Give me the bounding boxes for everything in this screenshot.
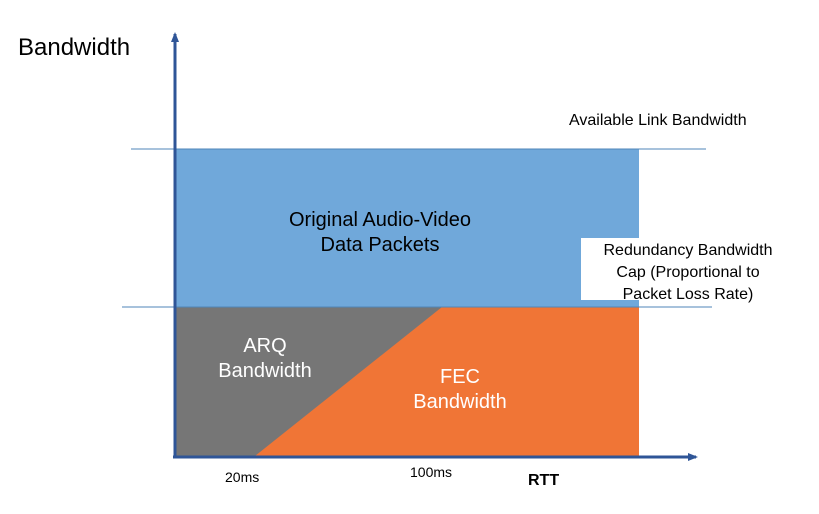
original-packets-region	[175, 149, 639, 307]
arq-region	[175, 307, 442, 456]
arq-label-line-1: ARQ	[243, 335, 287, 357]
x-tick-100ms: 100ms	[410, 464, 453, 480]
original-packets-label-line-2: Data Packets	[320, 234, 440, 256]
original-packets-label-line-1: Original Audio-Video	[289, 209, 471, 231]
available-link-bandwidth-label: Available Link Bandwidth	[569, 112, 747, 129]
fec-label-line-2: Bandwidth	[413, 391, 507, 413]
redundancy-cap-label-line-2: Cap (Proportional to	[616, 264, 760, 281]
redundancy-cap-label-line-1: Redundancy Bandwidth	[603, 242, 773, 259]
fec-bandwidth-label: FEC Bandwidth	[400, 365, 520, 415]
y-axis-label: Bandwidth	[18, 34, 131, 61]
redundancy-cap-label: Redundancy Bandwidth Cap (Proportional t…	[586, 240, 790, 306]
original-packets-label: Original Audio-Video Data Packets	[270, 208, 490, 258]
redundancy-cap-label-background	[581, 238, 781, 300]
arq-bandwidth-label: ARQ Bandwidth	[200, 334, 330, 384]
arq-label-line-2: Bandwidth	[218, 360, 312, 382]
redundancy-cap-label-line-3: Packet Loss Rate)	[622, 286, 754, 303]
fec-label-line-1: FEC	[440, 366, 480, 388]
x-tick-20ms: 20ms	[225, 469, 260, 485]
x-axis-label: RTT	[528, 472, 560, 489]
